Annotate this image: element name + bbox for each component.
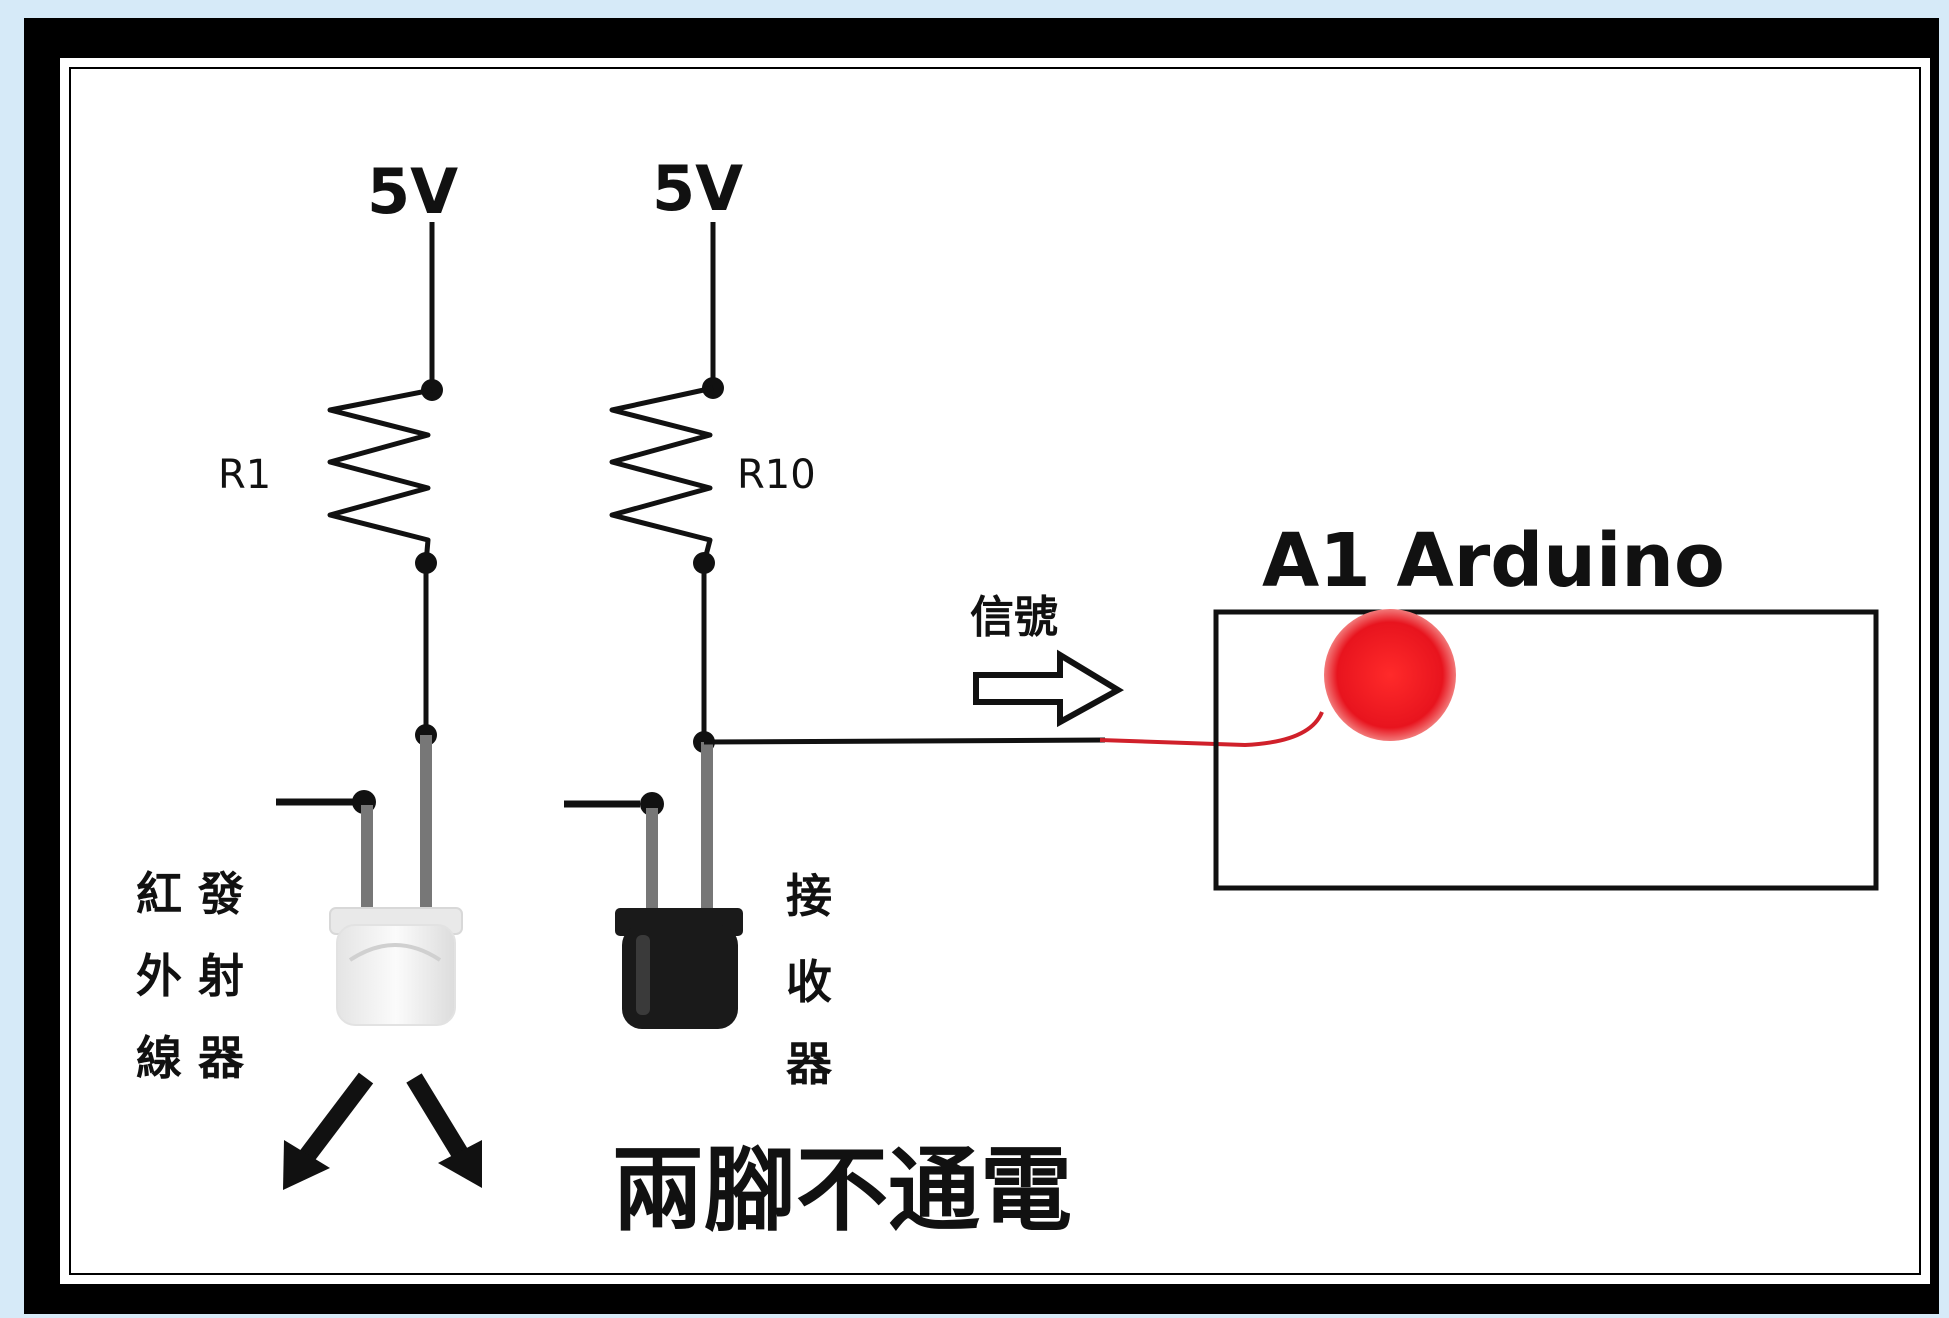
- receiver-label-line1: 接: [786, 869, 832, 923]
- emission-arrow-right: [406, 1073, 482, 1188]
- ir-emitter: [329, 907, 463, 1026]
- vcc-label-left: 5V: [367, 155, 458, 228]
- resistor-r1: [327, 387, 433, 564]
- resistor-label-r1: R1: [218, 452, 271, 498]
- emitter-label-line3: 線 器: [136, 1031, 245, 1085]
- bottom-note: 兩腳不通電: [612, 1137, 1072, 1244]
- ir-receiver: [615, 908, 743, 1029]
- receiver-label-line3: 器: [786, 1037, 833, 1091]
- signal-arrow: [973, 649, 1124, 728]
- resistor-r10: [609, 385, 714, 564]
- arduino-box: [1213, 609, 1879, 891]
- emission-arrow-left: [283, 1072, 374, 1190]
- emitter-label-line2: 外 射: [136, 949, 244, 1003]
- signal-label: 信號: [970, 592, 1058, 643]
- resistor-label-r10: R10: [737, 452, 816, 498]
- inner-frame-line: [69, 67, 1921, 1275]
- inner-frame: [56, 54, 1934, 1288]
- receiver-label-line2: 收: [786, 955, 832, 1009]
- arduino-pin-a1: [1324, 609, 1456, 741]
- signal-wire-red: [1099, 711, 1324, 748]
- vcc-label-right: 5V: [652, 152, 743, 225]
- emitter-label-line1: 紅 發: [136, 867, 244, 921]
- signal-wire: [703, 737, 1106, 745]
- arduino-label: A1 Arduino: [1262, 518, 1725, 604]
